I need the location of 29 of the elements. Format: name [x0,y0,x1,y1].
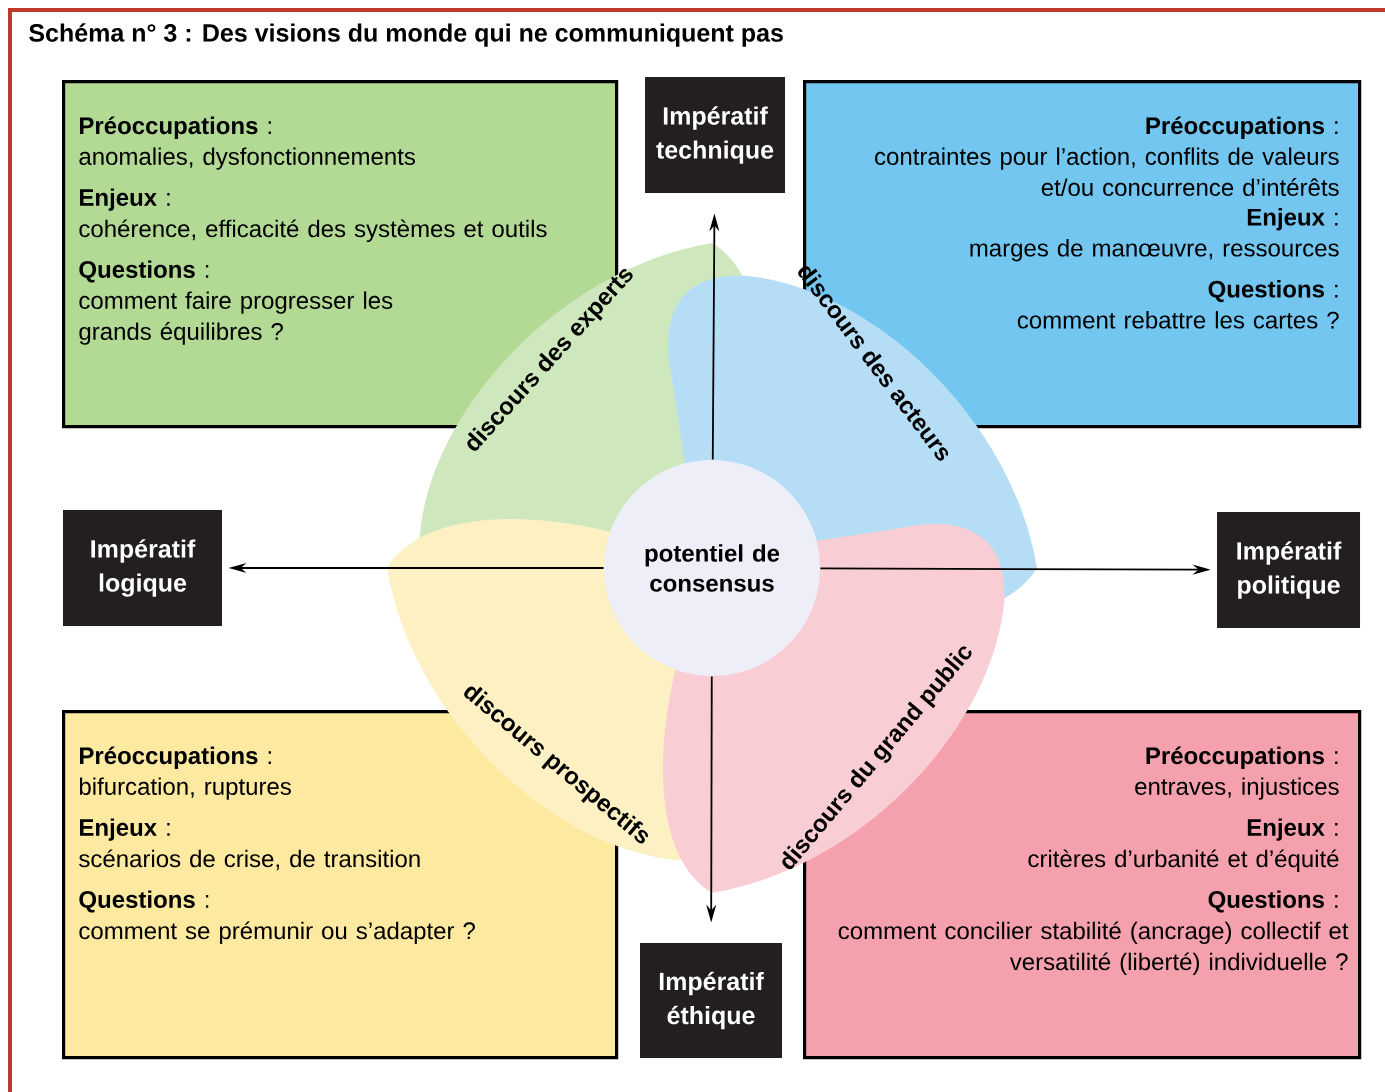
body-text: comment concilier stabilité (ancrage) collectif et versatilité (liberté) individuelle ? [838,921,1349,975]
body-text: bifurcation, ruptures [79,777,291,800]
heading: Questions : [79,890,209,913]
body-text: entraves, injustices [1135,777,1339,800]
body-text: marges de manœuvre, ressources [970,239,1339,262]
heading: Préoccupations : [80,116,271,139]
heading: Préoccupations : [1146,746,1338,769]
body-text: contraintes pour l’action, conflits de valeurs et/ou concurrence d’intérêts [875,147,1339,196]
heading: Enjeux : [1247,208,1338,231]
heading: Préoccupations : [1146,116,1338,139]
label-box: Impératif logique [63,510,222,626]
label-box: Impératif éthique [640,943,782,1058]
title: Schéma n° 3 : Des visions du monde qui ne communiquent pas [29,23,783,47]
body-text: critères d’urbanité et d’équité [1028,849,1339,873]
body-text: scénarios de crise, de transition [79,849,420,871]
body-text: comment se prémunir ou s’adapter ? [79,921,475,945]
body-text: anomalies, dysfonctionnements [79,147,415,170]
label-box: Impératif technique [645,77,785,193]
label-box: Impératif politique [1217,512,1360,628]
heading: Enjeux : [80,188,170,211]
body-text: comment faire progresser les grands équilibres ? [79,291,393,345]
heading: Préoccupations : [80,746,271,769]
heading: Questions : [1208,890,1338,913]
body-text: comment rebattre les cartes ? [1017,311,1339,329]
heading: Enjeux : [80,818,170,841]
heading: Questions : [79,260,209,283]
heading: Enjeux : [1247,818,1338,841]
body-text: cohérence, efficacité des systèmes et outils [79,219,547,243]
heading: Questions : [1208,280,1338,303]
